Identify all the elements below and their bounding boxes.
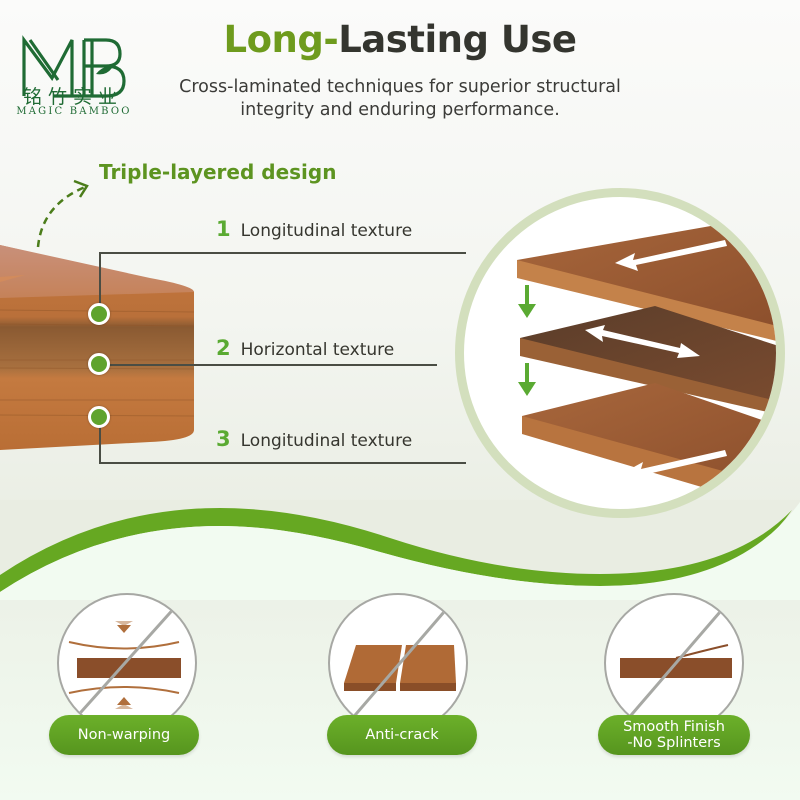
layer-number-1: 1 <box>216 217 231 241</box>
leader-line-1 <box>99 252 466 254</box>
feature-anti-crack-label: Anti-crack <box>327 715 477 755</box>
page-subtitle: Cross-laminated techniques for superior … <box>140 76 660 122</box>
leader-vline-3 <box>99 418 101 463</box>
brand-name-en: MAGIC BAMBOO <box>16 106 132 117</box>
feature-circle-anti-crack <box>328 593 468 733</box>
no-crack-icon <box>344 604 456 722</box>
page-title: Long-Lasting Use <box>150 18 650 61</box>
green-wave-divider <box>0 500 800 600</box>
leader-line-2 <box>99 364 437 366</box>
layer-dot-3 <box>88 406 110 428</box>
feature-smooth-finish-label: Smooth Finish -No Splinters <box>598 715 750 755</box>
layer-number-2: 2 <box>216 336 231 360</box>
layer-number-3: 3 <box>216 427 231 451</box>
layer-label-3: 3 Longitudinal texture <box>216 427 412 451</box>
subtitle-line-2: integrity and enduring performance. <box>240 100 560 120</box>
feature-smooth-line-2: -No Splinters <box>627 735 721 751</box>
brand-name-cn: 铭竹实业 <box>22 86 123 108</box>
feature-circle-smooth-finish <box>604 593 744 733</box>
layer-text-2: Horizontal texture <box>240 340 395 360</box>
layer-text-3: Longitudinal texture <box>240 431 413 451</box>
triple-layer-heading: Triple-layered design <box>99 160 337 184</box>
stacked-boards-image <box>517 214 776 488</box>
layer-dot-1 <box>88 303 110 325</box>
layer-label-1: 1 Longitudinal texture <box>216 217 412 241</box>
layer-label-2: 2 Horizontal texture <box>216 336 394 360</box>
layer-text-1: Longitudinal texture <box>240 221 413 241</box>
feature-circle-non-warping <box>57 593 197 733</box>
feature-smooth-line-1: Smooth Finish <box>623 719 725 735</box>
leader-line-3 <box>99 462 466 464</box>
subtitle-line-1: Cross-laminated techniques for superior … <box>179 77 621 97</box>
feature-non-warping-label: Non-warping <box>49 715 199 755</box>
title-accent: Long- <box>223 18 339 61</box>
dashed-curve-arrow-icon <box>36 179 89 248</box>
brand-logo-icon <box>22 35 126 98</box>
title-rest: Lasting Use <box>338 18 577 61</box>
no-warp-icon <box>68 603 181 723</box>
no-splinter-icon <box>620 604 732 722</box>
layer-diagram-circle <box>455 188 785 518</box>
layer-dot-2 <box>88 353 110 375</box>
leader-vline-1 <box>99 252 101 314</box>
